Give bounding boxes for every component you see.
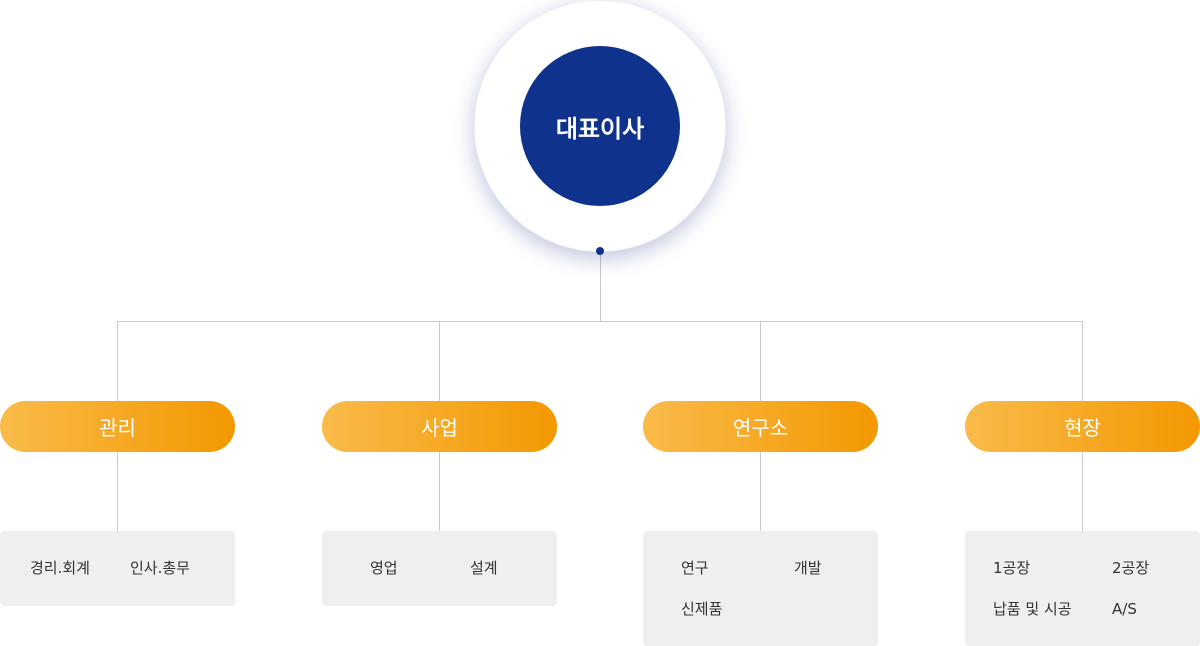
unit-item: 인사.총무 (130, 559, 190, 577)
dept-label: 관리 (99, 416, 136, 440)
dept-label: 연구소 (732, 416, 789, 440)
unit-connector-line-field (1082, 452, 1083, 531)
unit-connector-line-business (439, 452, 440, 531)
dept-connector-line-field (1082, 321, 1083, 401)
dept-business[interactable]: 사업 (322, 401, 557, 452)
dept-field[interactable]: 현장 (965, 401, 1200, 452)
unit-item: A/S (1112, 600, 1137, 618)
dept-connector-line-management (117, 321, 118, 401)
unit-connector-line-research (760, 452, 761, 531)
unit-item: 신제품 (681, 600, 723, 618)
ceo-connector-line (600, 251, 601, 321)
units-box-research: 연구 개발 신제품 (643, 531, 878, 646)
units-box-field: 1공장 2공장 납품 및 시공 A/S (965, 531, 1200, 646)
ceo-node: 대표이사 (520, 46, 680, 206)
dept-label: 현장 (1064, 416, 1101, 440)
unit-item: 설계 (470, 559, 498, 577)
unit-item: 개발 (794, 559, 822, 577)
unit-item: 1공장 (993, 559, 1031, 577)
ceo-connector-dot (596, 247, 604, 255)
units-box-business: 영업 설계 (322, 531, 557, 606)
unit-connector-line-management (117, 452, 118, 531)
unit-item: 납품 및 시공 (993, 600, 1072, 618)
unit-item: 경리.회계 (30, 559, 90, 577)
ceo-label: 대표이사 (555, 114, 645, 143)
department-bus-line (117, 321, 1083, 322)
dept-label: 사업 (421, 416, 458, 440)
units-box-management: 경리.회계 인사.총무 (0, 531, 235, 606)
dept-management[interactable]: 관리 (0, 401, 235, 452)
dept-connector-line-business (439, 321, 440, 401)
unit-item: 2공장 (1112, 559, 1150, 577)
unit-item: 연구 (681, 559, 709, 577)
unit-item: 영업 (370, 559, 398, 577)
dept-research[interactable]: 연구소 (643, 401, 878, 452)
dept-connector-line-research (760, 321, 761, 401)
